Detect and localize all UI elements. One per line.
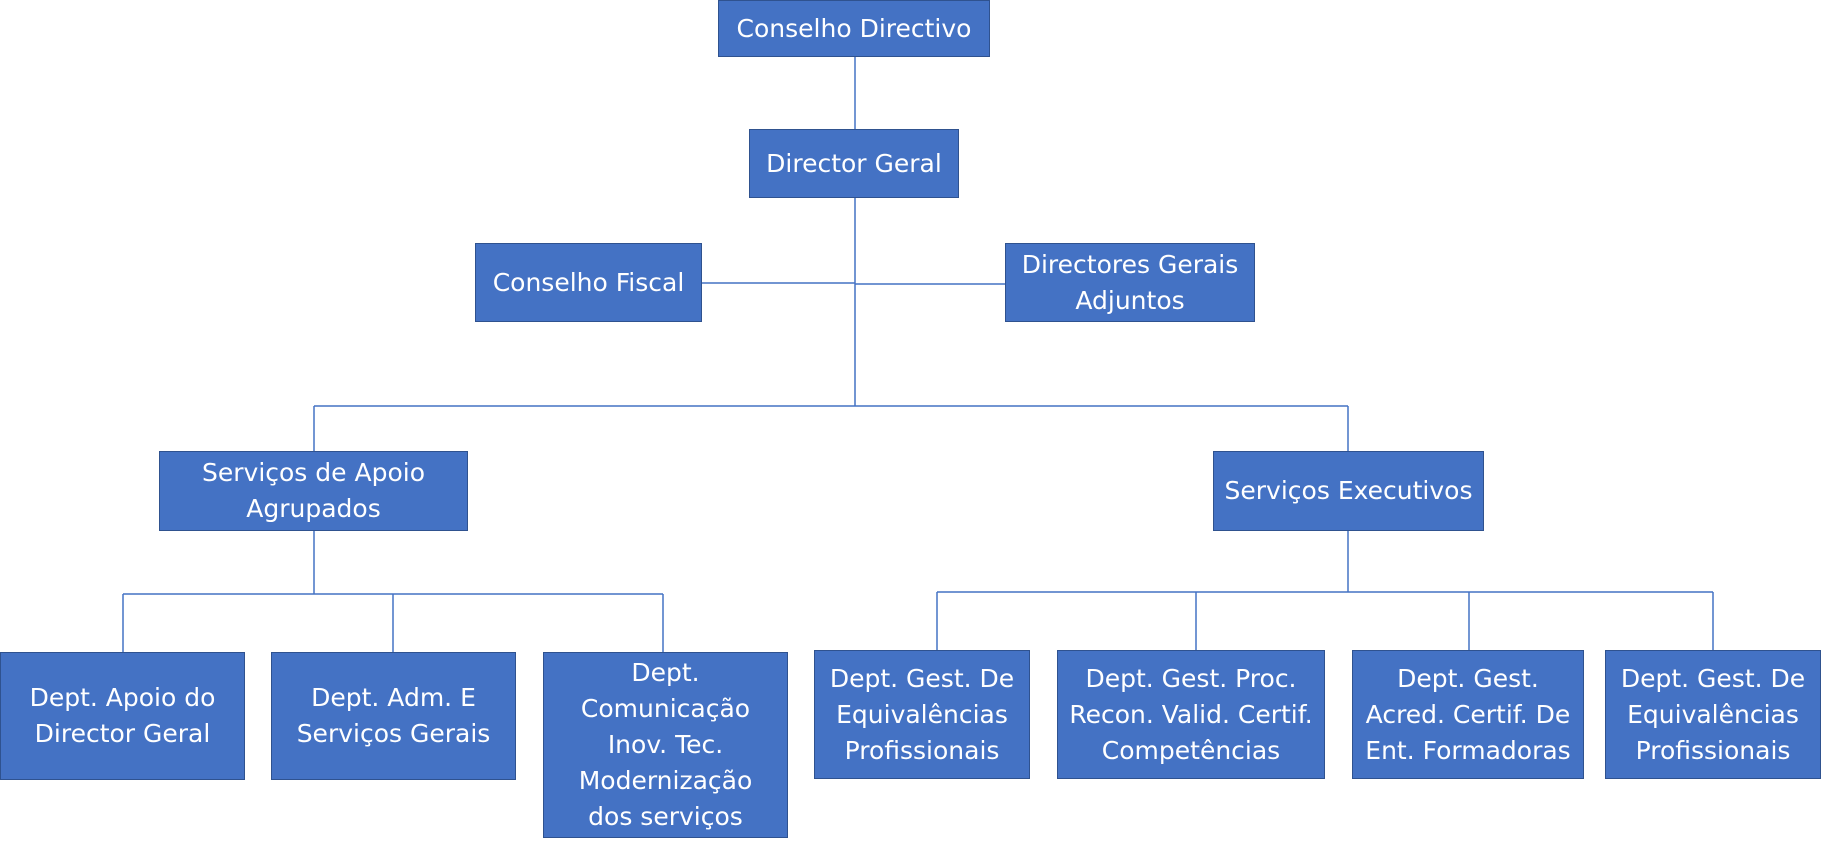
node-label: Directores Gerais Adjuntos	[1021, 249, 1239, 315]
node-directores-gerais-adjuntos: Directores Gerais Adjuntos	[1005, 243, 1255, 322]
node-label: Dept. Gest. Proc. Recon. Valid. Certif. …	[1069, 663, 1313, 765]
node-servicos-executivos: Serviços Executivos	[1213, 451, 1484, 531]
node-dept-gest-proc: Dept. Gest. Proc. Recon. Valid. Certif. …	[1057, 650, 1325, 779]
node-dept-apoio-director-geral: Dept. Apoio do Director Geral	[0, 652, 245, 780]
node-dept-adm-servicos-gerais: Dept. Adm. E Serviços Gerais	[271, 652, 516, 780]
node-label: Dept. Adm. E Serviços Gerais	[296, 683, 491, 748]
node-dept-comunicacao: Dept. Comunicação Inov. Tec. Modernizaçã…	[543, 652, 788, 838]
node-label: Dept. Gest. Acred. Certif. De Ent. Forma…	[1365, 663, 1571, 765]
node-dept-gest-equivalencias-1: Dept. Gest. De Equivalências Profissiona…	[814, 650, 1030, 779]
node-label: Dept. Gest. De Equivalências Profissiona…	[829, 663, 1015, 765]
node-label: Dept. Gest. De Equivalências Profissiona…	[1620, 663, 1806, 765]
node-label: Dept. Apoio do Director Geral	[29, 683, 216, 748]
node-dept-gest-equivalencias-2: Dept. Gest. De Equivalências Profissiona…	[1605, 650, 1821, 779]
node-conselho-fiscal: Conselho Fiscal	[475, 243, 702, 322]
node-label: Serviços de Apoio Agrupados	[202, 458, 425, 523]
node-director-geral: Director Geral	[749, 129, 959, 198]
node-conselho-directivo: Conselho Directivo	[718, 0, 990, 57]
node-label: Conselho Fiscal	[492, 267, 685, 297]
node-servicos-apoio-agrupados: Serviços de Apoio Agrupados	[159, 451, 468, 531]
node-label: Conselho Directivo	[736, 13, 972, 43]
node-label: Serviços Executivos	[1224, 476, 1473, 505]
node-dept-gest-acred: Dept. Gest. Acred. Certif. De Ent. Forma…	[1352, 650, 1584, 779]
node-label: Director Geral	[766, 148, 942, 178]
node-label: Dept. Comunicação Inov. Tec. Modernizaçã…	[578, 658, 753, 831]
